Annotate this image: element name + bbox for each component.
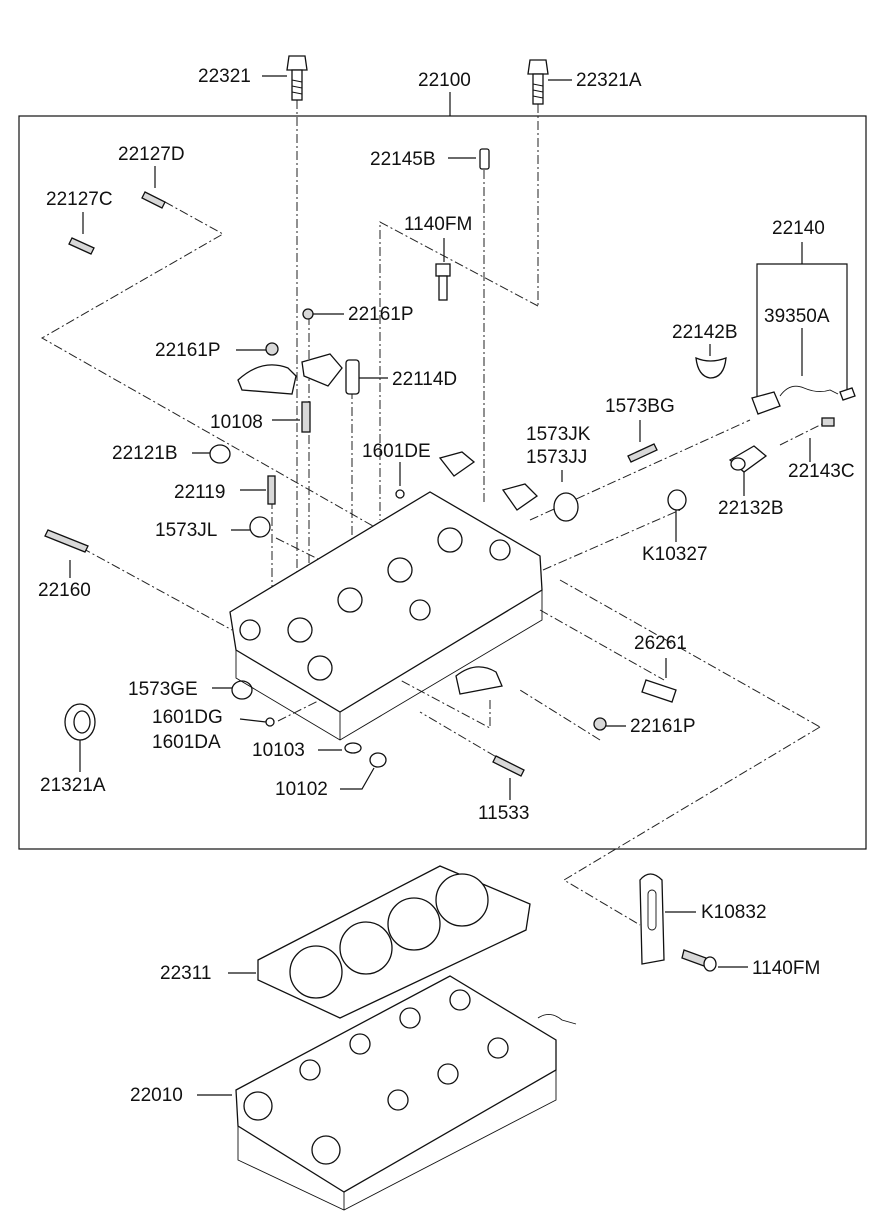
label-22121b: 22121B bbox=[112, 443, 178, 464]
bolt-1140fm-lower-icon bbox=[681, 949, 717, 972]
seal-10103-icon bbox=[344, 742, 362, 754]
label-39350a: 39350A bbox=[764, 306, 830, 327]
dowel-22114d-icon bbox=[345, 359, 360, 395]
bolt-1140fm-upper-icon bbox=[435, 263, 451, 301]
label-1573jj: 1573JJ bbox=[526, 447, 587, 468]
label-k10832: K10832 bbox=[701, 902, 767, 923]
label-1573ge: 1573GE bbox=[128, 679, 198, 700]
nut-22161p-left-icon bbox=[265, 342, 279, 356]
nut-22161p-lower-icon bbox=[593, 717, 607, 731]
ball-1601de-icon bbox=[395, 489, 405, 499]
label-1601dg: 1601DG bbox=[152, 707, 223, 728]
ball-1601dg-icon bbox=[265, 717, 275, 727]
plug-22121b-icon bbox=[209, 444, 231, 464]
label-22143c: 22143C bbox=[788, 461, 855, 482]
plug-1573jl-icon bbox=[249, 516, 271, 538]
bolt-22143c-icon bbox=[821, 417, 835, 427]
bolt-22321-icon bbox=[286, 55, 308, 101]
label-10102: 10102 bbox=[275, 779, 328, 800]
seal-1573ge-icon bbox=[231, 680, 253, 700]
label-22119: 22119 bbox=[174, 482, 225, 503]
label-22160: 22160 bbox=[38, 580, 91, 601]
label-22100: 22100 bbox=[418, 70, 471, 91]
head-gasket-22311-icon bbox=[257, 865, 531, 1019]
label-22311: 22311 bbox=[160, 963, 211, 984]
stud-11533-icon bbox=[492, 755, 525, 777]
label-26261: 26261 bbox=[634, 633, 687, 654]
label-22127c: 22127C bbox=[46, 189, 113, 210]
label-10103: 10103 bbox=[252, 740, 305, 761]
stud-10108-icon bbox=[301, 401, 311, 433]
nut-22161p-upper-icon bbox=[302, 308, 314, 320]
label-1140fm-lower: 1140FM bbox=[752, 958, 820, 979]
seal-10102-icon bbox=[369, 752, 387, 768]
seal-22142b-icon bbox=[695, 356, 727, 379]
cam-cap-icon bbox=[237, 353, 539, 695]
plug-1573jk-icon bbox=[553, 492, 579, 522]
dowel-22145b-icon bbox=[479, 148, 490, 170]
label-22161p-lower: 22161P bbox=[630, 716, 696, 737]
label-22321a: 22321A bbox=[576, 70, 642, 91]
label-k10327: K10327 bbox=[642, 544, 708, 565]
label-22142b: 22142B bbox=[672, 322, 738, 343]
oil-seal-21321a-icon bbox=[64, 703, 96, 741]
fitting-22132b-icon bbox=[728, 445, 768, 473]
label-11533: 11533 bbox=[478, 803, 529, 824]
label-1573bg: 1573BG bbox=[605, 396, 675, 417]
label-22114d: 22114D bbox=[392, 369, 457, 390]
stud-22119-icon bbox=[267, 475, 276, 505]
label-22132b: 22132B bbox=[718, 498, 784, 519]
assembly-frame bbox=[18, 115, 867, 850]
label-22140: 22140 bbox=[772, 218, 825, 239]
label-1601de: 1601DE bbox=[362, 441, 431, 462]
label-1573jl: 1573JL bbox=[155, 520, 217, 541]
label-22321: 22321 bbox=[198, 66, 251, 87]
cylinder-head-upper-icon bbox=[229, 491, 543, 741]
sensor-39350a-icon bbox=[751, 385, 856, 415]
label-21321a: 21321A bbox=[40, 775, 106, 796]
bracket-k10832-icon bbox=[639, 873, 665, 965]
dowel-26261-icon bbox=[641, 679, 677, 703]
label-22145b: 22145B bbox=[370, 149, 436, 170]
cylinder-head-22010-icon bbox=[235, 975, 577, 1211]
label-22127d: 22127D bbox=[118, 144, 185, 165]
plug-k10327-icon bbox=[667, 489, 687, 511]
label-1573jk: 1573JK bbox=[526, 424, 591, 445]
bolt-22321a-icon bbox=[527, 59, 549, 105]
label-1601da: 1601DA bbox=[152, 732, 221, 753]
label-22161p-upper: 22161P bbox=[348, 304, 414, 325]
label-1140fm-upper: 1140FM bbox=[404, 214, 472, 235]
label-22010: 22010 bbox=[130, 1085, 183, 1106]
stud-22160-icon bbox=[44, 529, 89, 553]
label-22161p-left: 22161P bbox=[155, 340, 221, 361]
stud-1573bg-icon bbox=[627, 443, 658, 463]
stud-22127d-icon bbox=[141, 191, 166, 209]
label-10108: 10108 bbox=[210, 412, 263, 433]
stud-22127c-icon bbox=[68, 237, 95, 255]
leader-lines bbox=[69, 75, 848, 1096]
